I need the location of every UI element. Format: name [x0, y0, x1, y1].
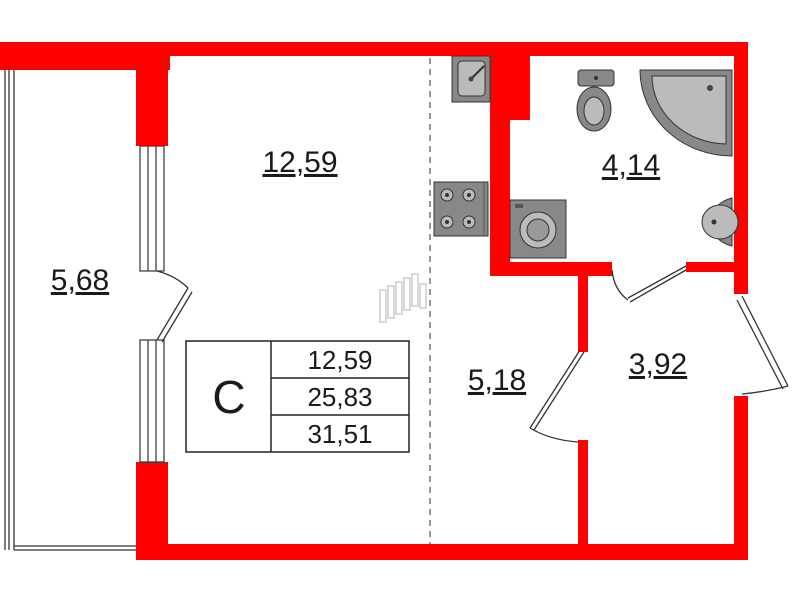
wall-left-upper	[136, 56, 168, 146]
wall-hall-lower	[578, 440, 588, 550]
legend-total-area: 25,83	[307, 382, 372, 412]
wall-bottom	[136, 544, 748, 560]
bathroom-door	[611, 265, 687, 303]
wall-left-lower	[136, 462, 168, 560]
apartment-type: С	[212, 371, 245, 423]
walls	[0, 42, 748, 560]
washing-machine-icon	[509, 199, 567, 259]
sink-icon	[451, 55, 491, 103]
wall-top	[0, 42, 748, 56]
window-lower	[139, 339, 165, 463]
legend-living-area: 12,59	[307, 345, 372, 375]
wall-bathroom-bottom-left	[490, 262, 612, 276]
window-upper	[139, 145, 165, 272]
area-living: 12,59	[262, 146, 337, 179]
balcony-door	[156, 270, 193, 343]
legend-total-with-balcony: 31,51	[307, 419, 372, 449]
entrance-door	[736, 295, 789, 395]
wall-right-lower	[734, 396, 748, 560]
wall-hall-upper	[578, 262, 588, 352]
shower-icon	[639, 69, 733, 157]
washbasin-icon	[701, 197, 739, 247]
area-bathroom: 4,14	[602, 149, 660, 182]
area-kitchen: 5,18	[468, 364, 526, 397]
radiator-icon	[379, 273, 427, 323]
wall-bathroom-bottom-right	[686, 262, 748, 272]
area-balcony: 5,68	[51, 264, 109, 297]
area-hallway: 3,92	[629, 348, 687, 381]
toilet-icon	[576, 69, 615, 132]
stove-icon	[433, 181, 489, 237]
balcony	[4, 70, 140, 551]
hall-door	[529, 349, 585, 443]
area-legend: С 12,59 25,83 31,51	[185, 340, 410, 453]
wall-bathroom-left	[490, 56, 510, 276]
wall-right-upper	[734, 42, 748, 294]
